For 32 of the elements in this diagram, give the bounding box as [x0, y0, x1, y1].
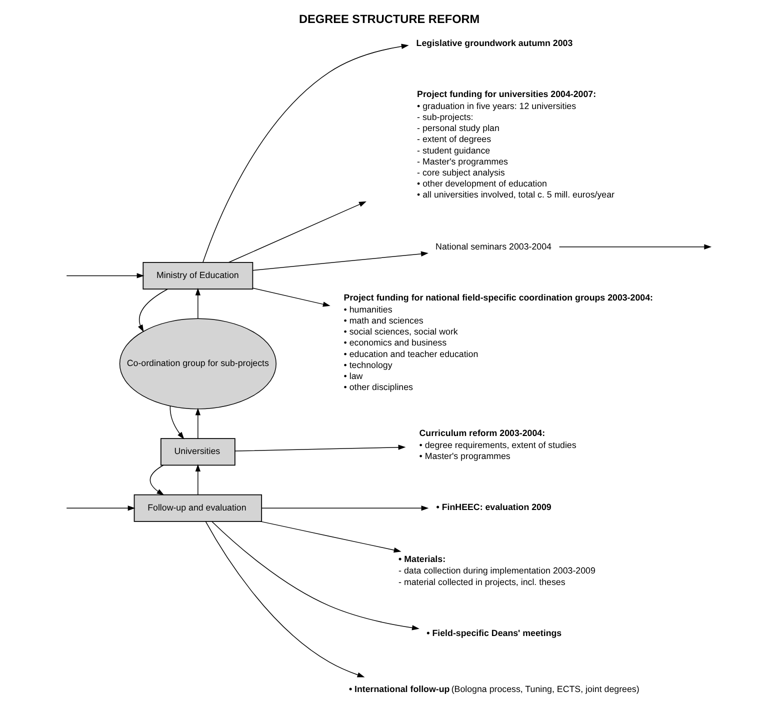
node-box: Ministry of Education [142, 262, 253, 290]
node-box: Universities [160, 438, 235, 466]
node-box: Follow-up and evaluation [133, 494, 262, 522]
arrow [149, 464, 164, 496]
arrow [260, 521, 401, 553]
arrow [194, 464, 200, 496]
arrow [66, 273, 144, 278]
arrow [202, 44, 408, 263]
arrow [137, 288, 168, 332]
node-text: • Field-specific Deans' meetings [426, 628, 562, 638]
arrow [169, 406, 184, 440]
node-text: Project funding for national field-specific coordination groups 2003-2004: • humanities • math and sciences • social sciences, social work • economics and business • education and teacher education • technology • law • other disciplines [343, 292, 652, 392]
node-text: National seminars 2003-2004 [435, 242, 552, 252]
arrow [211, 521, 419, 630]
node-text: • International follow-up (Bologna process, Tuning, ECTS, joint degrees) [348, 684, 639, 694]
node-ellipse: Co-ordination group for sub-projects [118, 318, 276, 410]
arrow [252, 288, 330, 307]
arrow [558, 244, 712, 250]
node-text: Legislative groundwork autumn 2003 [416, 38, 572, 48]
arrow [260, 506, 428, 511]
node-text: Project funding for universities 2004-2007: • graduation in five years: 12 universities - sub-projects: - personal study plan - extent of degrees - student guidance - Master's programmes - core subject analysis • other development of education • all universities involved, total c. 5 mill. euros/year [416, 89, 614, 200]
node-text: • FinHEEC: evaluation 2009 [436, 502, 551, 512]
arrow [228, 201, 366, 263]
node-text: Curriculum reform 2003-2004: • degree requirements, extent of studies • Master's programmes [418, 428, 576, 461]
node-text: • Materials: - data collection during implementation 2003-2009 - material collected in projects, incl. theses [398, 554, 595, 587]
arrow [234, 444, 406, 452]
arrow [194, 408, 200, 439]
arrow [66, 506, 135, 511]
arrow [204, 521, 364, 678]
arrow [194, 288, 200, 319]
diagram-title: DEGREE STRUCTURE REFORM [298, 12, 480, 26]
arrow [252, 251, 428, 271]
